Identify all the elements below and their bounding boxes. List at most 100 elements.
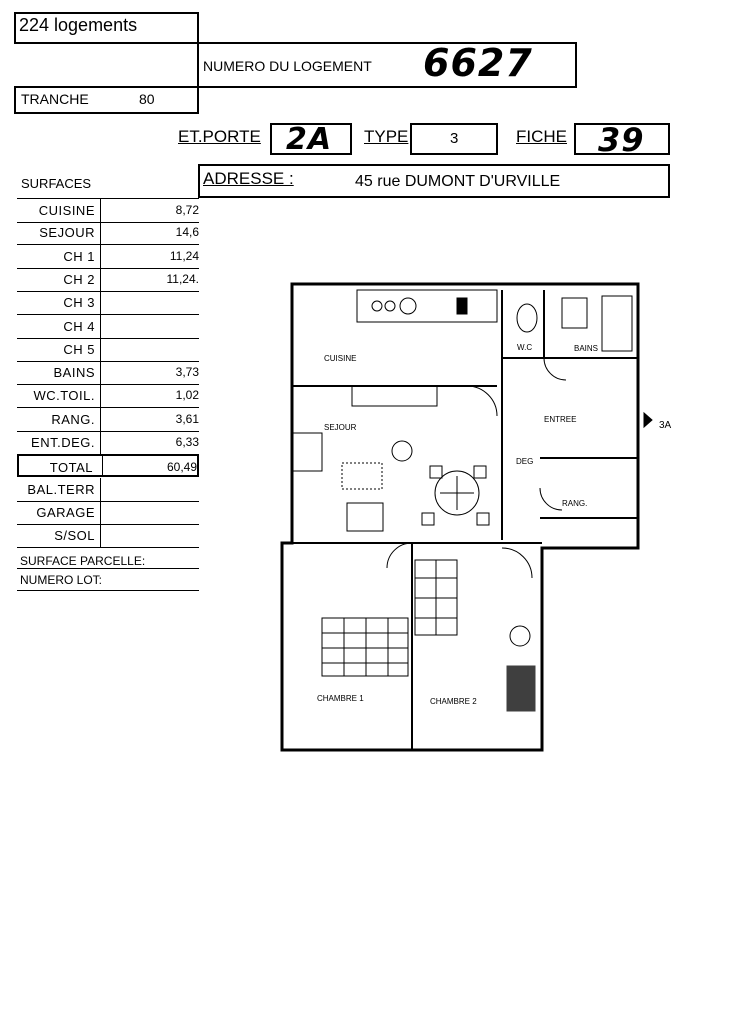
- type-label: TYPE: [364, 127, 409, 146]
- fiche-label: FICHE: [516, 127, 567, 146]
- numero-lot-line: [17, 590, 199, 591]
- surface-row-value: 11,24.: [166, 271, 199, 286]
- label-entrance-marker: 3A: [659, 420, 672, 431]
- surface-row-separator: [100, 431, 101, 455]
- tranche-label: TRANCHE: [21, 91, 89, 107]
- surface-row-value: 8,72: [175, 203, 199, 217]
- surface-row-label: GARAGE: [36, 504, 95, 520]
- numero-logement-box: NUMERO DU LOGEMENT 6627: [197, 41, 577, 88]
- surface-row-value: 60,49: [166, 460, 197, 475]
- tranche-box: TRANCHE 80: [14, 86, 199, 114]
- logements-box: 224 logements: [14, 12, 199, 44]
- wall-rang: [540, 457, 639, 519]
- surface-row-separator: [100, 337, 101, 362]
- washbasin: [561, 297, 588, 329]
- surface-row-separator: [100, 524, 101, 549]
- label-deg: DEG: [516, 457, 533, 466]
- door-bath: [543, 357, 567, 381]
- numero-logement-value: 6627: [423, 41, 533, 85]
- shelf: [351, 385, 438, 407]
- type-box: 3: [410, 123, 498, 155]
- surface-row-separator: [100, 291, 101, 316]
- label-bains: BAINS: [574, 344, 598, 353]
- surface-row-separator: [102, 456, 103, 477]
- surface-row-label: BAINS: [53, 365, 95, 381]
- surface-row-label: ENT.DEG.: [31, 435, 95, 450]
- tranche-value: 80: [139, 91, 155, 107]
- surface-row: CUISINE 8,72: [17, 198, 199, 223]
- surface-row: ENT.DEG. 6,33: [17, 431, 199, 455]
- surface-row-label: CH 4: [63, 318, 95, 334]
- surface-row-value: 3,73: [175, 365, 199, 380]
- adresse-box: ADRESSE : 45 rue DUMONT D'URVILLE: [198, 164, 670, 198]
- surface-row-label: S/SOL: [54, 528, 95, 544]
- door-rang: [539, 487, 563, 511]
- fiche-box: 39: [574, 121, 670, 159]
- wc-bowl: [516, 303, 538, 333]
- type-value: 3: [450, 130, 459, 147]
- hob-1: [371, 300, 383, 312]
- surface-row-separator: [100, 244, 101, 269]
- surface-row-value: 11,24: [169, 248, 199, 263]
- surface-row-value: 14,6: [175, 225, 199, 240]
- surface-row: CH 4: [17, 314, 199, 339]
- surface-row-separator: [100, 407, 101, 432]
- surface-row-label: CH 5: [63, 341, 95, 357]
- surface-row-value: 6,33: [175, 435, 199, 449]
- surface-row-label: BAL.TERR: [27, 481, 95, 497]
- etporte-label: ET.PORTE: [178, 127, 261, 146]
- label-rang: RANG.: [562, 499, 587, 508]
- plant: [391, 440, 413, 462]
- surface-row-separator: [100, 267, 101, 292]
- sink: [399, 297, 417, 315]
- entrance-arrow-icon: [643, 411, 653, 429]
- chair-3: [421, 512, 435, 526]
- surface-row-separator: [100, 314, 101, 339]
- etporte-box: 2A: [270, 122, 352, 157]
- adresse-value: 45 rue DUMONT D'URVILLE: [355, 173, 561, 190]
- surface-row-value: 3,61: [175, 411, 199, 426]
- surface-row: S/SOL: [17, 524, 199, 549]
- surface-row: WC.TOIL.1,02: [17, 384, 199, 409]
- surface-row-label: SEJOUR: [39, 225, 95, 241]
- surfaces-title: SURFACES: [21, 176, 92, 191]
- surface-row-label: CUISINE: [38, 203, 95, 218]
- label-chambre2: CHAMBRE 2: [430, 697, 477, 706]
- surface-row-separator: [100, 384, 101, 409]
- label-chambre1: CHAMBRE 1: [317, 694, 364, 703]
- surface-parcelle-line: [17, 568, 199, 569]
- label-cuisine: CUISINE: [324, 354, 356, 363]
- hob-2: [384, 300, 396, 312]
- logements-text: 224 logements: [19, 15, 138, 35]
- door-ch2: [501, 547, 533, 579]
- fiche-value: 39: [598, 121, 645, 159]
- chair-bedroom: [509, 625, 531, 647]
- surface-row: CH 5: [17, 337, 199, 362]
- label-entree: ENTREE: [544, 415, 576, 424]
- surface-row-separator: [100, 361, 101, 386]
- surface-row-label: RANG.: [51, 411, 95, 427]
- chair-1: [429, 465, 443, 479]
- surface-row-label: WC.TOIL.: [33, 388, 95, 404]
- surface-row-separator: [100, 477, 101, 502]
- bathtub: [601, 295, 633, 352]
- surface-row-separator: [100, 500, 101, 525]
- label-sejour: SEJOUR: [324, 423, 357, 432]
- label-wc: W.C: [517, 343, 532, 352]
- adresse-label: ADRESSE :: [203, 169, 294, 188]
- chair-4: [476, 512, 490, 526]
- rug: [341, 462, 383, 490]
- kitchen-counter: [356, 289, 498, 323]
- surface-row-separator: [100, 221, 101, 246]
- surface-row: GARAGE: [17, 500, 199, 525]
- dining-table: [434, 470, 480, 516]
- surface-row-separator: [100, 199, 101, 223]
- bed-1: [321, 617, 409, 677]
- desk: [506, 665, 536, 712]
- surface-parcelle-label: SURFACE PARCELLE:: [20, 554, 146, 568]
- chair-2: [473, 465, 487, 479]
- surface-row: CH 3: [17, 291, 199, 316]
